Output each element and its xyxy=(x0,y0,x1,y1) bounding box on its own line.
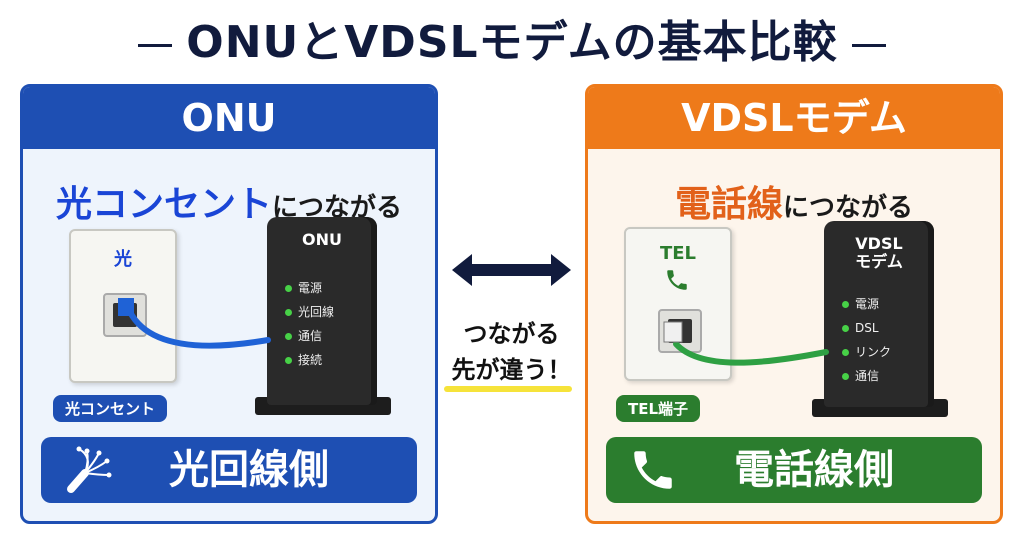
middle-text-line1: つながる xyxy=(463,320,560,348)
double-arrow-icon xyxy=(452,254,571,286)
onu-device-name: ONU xyxy=(302,230,342,249)
title-dash-right xyxy=(851,43,886,47)
tel-cable-connector xyxy=(663,321,683,343)
middle-section xyxy=(438,250,585,294)
led-dot-icon xyxy=(285,333,292,340)
optical-cable xyxy=(127,309,271,349)
vdsl-led-dsl: DSL xyxy=(842,321,879,335)
optical-cable-connector xyxy=(118,298,134,316)
vdsl-subtitle: 電話線につながる xyxy=(588,175,1000,227)
tel-outlet-label: TEL xyxy=(659,243,697,264)
vdsl-bottom-label: 電話線側 xyxy=(734,447,894,493)
onu-led-connect: 接続 xyxy=(285,353,322,367)
vdsl-panel-header: VDSLモデム xyxy=(588,87,1000,149)
optical-outlet-label: 光 xyxy=(114,249,132,270)
main-title: ONUとVDSLモデムの基本比較 xyxy=(0,6,1024,70)
vdsl-subtitle-rest: につながる xyxy=(783,193,914,223)
tel-cable xyxy=(673,341,829,366)
onu-subtitle-emphasis: 光コンセント xyxy=(55,184,272,225)
middle-text-line2: 先が違う！ xyxy=(451,356,572,384)
middle-underline xyxy=(444,386,572,392)
vdsl-subtitle-emphasis: 電話線 xyxy=(674,184,783,225)
onu-led-power: 電源 xyxy=(285,281,322,295)
onu-bottom-banner: 光回線側 xyxy=(41,437,417,503)
led-dot-icon xyxy=(285,285,292,292)
title-dash-left xyxy=(138,43,173,47)
onu-bottom-label: 光回線側 xyxy=(169,447,329,493)
onu-led-optical: 光回線 xyxy=(285,305,334,319)
vdsl-led-link: リンク xyxy=(842,345,891,359)
led-dot-icon xyxy=(285,357,292,364)
led-dot-icon xyxy=(285,309,292,316)
phone-icon xyxy=(667,270,687,290)
vdsl-led-power: 電源 xyxy=(842,297,879,311)
onu-panel-header: ONU xyxy=(23,87,435,149)
onu-panel: ONU 光コンセントにつながる 光 ONU 電源 光回線 通信 接続 光コンセン… xyxy=(20,84,438,524)
led-dot-icon xyxy=(842,349,849,356)
fiber-optic-icon xyxy=(67,446,112,493)
phone-icon xyxy=(634,451,672,489)
onu-outlet-tag: 光コンセント xyxy=(53,395,168,422)
onu-subtitle: 光コンセントにつながる xyxy=(23,175,435,227)
title-text: ONUとVDSLモデムの基本比較 xyxy=(186,17,838,68)
tel-outlet: TEL xyxy=(624,227,732,381)
vdsl-bottom-banner: 電話線側 xyxy=(606,437,982,503)
onu-device: ONU 電源 光回線 通信 接続 xyxy=(267,217,377,405)
onu-led-comm: 通信 xyxy=(285,329,322,343)
vdsl-outlet-tag: TEL端子 xyxy=(616,395,701,422)
led-dot-icon xyxy=(842,301,849,308)
vdsl-led-comm: 通信 xyxy=(842,369,879,383)
led-dot-icon xyxy=(842,325,849,332)
led-dot-icon xyxy=(842,373,849,380)
